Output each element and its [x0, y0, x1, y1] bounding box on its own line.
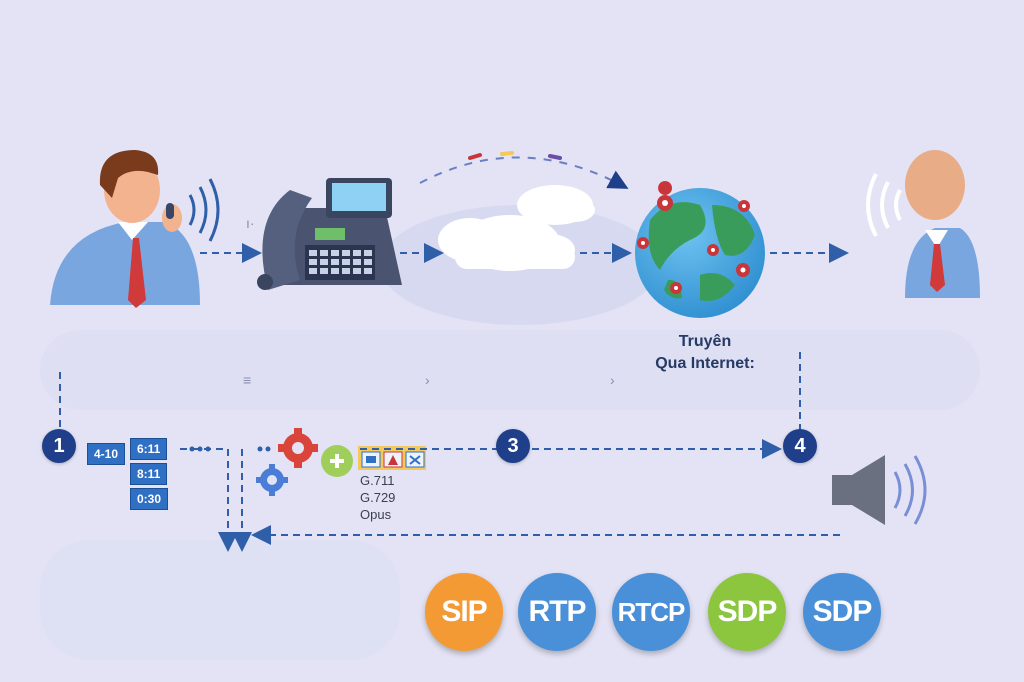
internet-transmission-label: Truyên Qua Internet: — [630, 331, 780, 375]
gear-icon — [278, 428, 318, 468]
step-marker-3: 3 — [496, 429, 530, 463]
soft-band-bottom — [40, 540, 400, 660]
codec-item: Opus — [360, 507, 392, 522]
cloud-icon — [438, 185, 595, 271]
protocol-badge-rtcp: RTCP — [612, 573, 690, 651]
timestamp-badge: 8:11 — [130, 463, 168, 485]
flow-lines — [59, 156, 849, 552]
protocol-badge-sdp: SDP — [708, 573, 786, 651]
timestamp-badge: 6:11 — [130, 438, 168, 460]
receiver-person-icon — [905, 150, 980, 298]
soft-band — [40, 330, 980, 410]
caller-person-icon — [50, 150, 200, 308]
sound-waves-left-icon — [188, 178, 220, 242]
timestamp-badge: 4-10 — [87, 443, 126, 465]
svg-text:≡: ≡ — [243, 372, 251, 388]
speaker-icon — [832, 455, 885, 525]
step-marker-4: 4 — [783, 429, 817, 463]
codec-item: G.729 — [360, 490, 396, 505]
desk-phone-icon — [257, 178, 402, 290]
codec-item: G.711 — [360, 473, 395, 488]
step-marker-1: 1 — [42, 429, 76, 463]
plugin-icon — [321, 445, 353, 477]
internet-label-line-2: Qua Internet: — [655, 355, 755, 372]
speaker-waves-icon — [893, 455, 927, 525]
svg-text:ı·: ı· — [246, 215, 255, 231]
svg-text:›: › — [425, 372, 430, 388]
codec-toolbar-icon — [358, 446, 426, 470]
timestamp-badge: 0:30 — [130, 488, 169, 510]
codec-list: G.711 G.729 Opus — [360, 472, 395, 523]
gear-blue-icon — [256, 464, 288, 496]
internet-label-line-1: Truyên — [678, 333, 732, 350]
protocol-badge-sip: SIP — [425, 573, 503, 651]
protocol-badge-sdp-2: SDP — [803, 573, 881, 651]
sound-waves-right-icon — [866, 173, 902, 237]
globe-icon — [635, 188, 765, 318]
protocol-badge-rtp: RTP — [518, 573, 596, 651]
svg-text:›: › — [610, 372, 615, 388]
